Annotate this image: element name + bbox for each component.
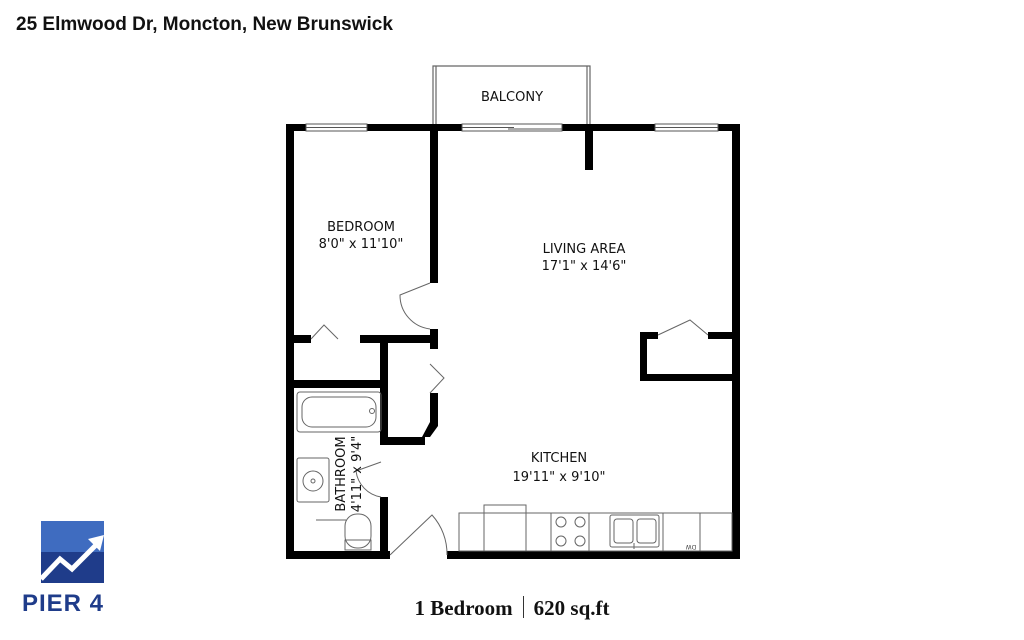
- pier4-logo-icon: [39, 521, 104, 583]
- bathroom-fixtures: [296, 391, 382, 551]
- footer-summary: 1 Bedroom 620 sq.ft: [0, 596, 1024, 621]
- balcony-outline: [432, 65, 591, 125]
- unit-area: 620 sq.ft: [533, 596, 610, 620]
- brand-name: PIER 4: [22, 590, 105, 617]
- bathroom-label: BATHROOM: [334, 436, 349, 511]
- balcony-label: BALCONY: [481, 90, 543, 105]
- kitchen-size: 19'11" x 9'10": [513, 470, 606, 485]
- doors: [310, 282, 709, 556]
- bedroom-size: 8'0" x 11'10": [319, 237, 404, 252]
- bedroom-label: BEDROOM: [327, 220, 395, 235]
- dishwasher-label: DW: [686, 543, 697, 550]
- living-area-label: LIVING AREA: [543, 242, 626, 257]
- kitchen-label: KITCHEN: [531, 451, 587, 466]
- footer-divider: [522, 596, 524, 618]
- page-title: 25 Elmwood Dr, Moncton, New Brunswick: [16, 14, 393, 35]
- unit-type: 1 Bedroom: [414, 596, 513, 620]
- kitchen-fixtures: [458, 504, 733, 552]
- living-area-size: 17'1" x 14'6": [542, 259, 627, 274]
- bathroom-size: 4'11" x 9'4": [350, 436, 365, 512]
- interior-walls: [286, 124, 740, 559]
- windows: [305, 123, 719, 132]
